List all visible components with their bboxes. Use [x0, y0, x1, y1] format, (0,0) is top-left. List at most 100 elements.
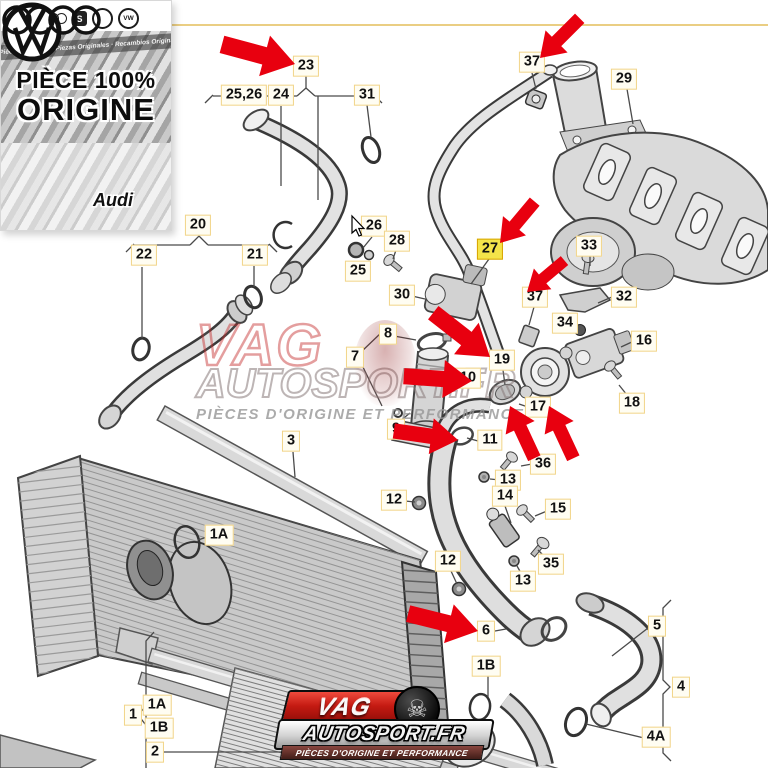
part-label-33: 33: [575, 235, 603, 257]
leader-line: [597, 296, 613, 304]
bracket-32: [558, 287, 612, 313]
part-label-1: 1: [123, 704, 143, 726]
part-label-26: 26: [360, 215, 388, 237]
leader-line: [611, 627, 649, 657]
part-label-4: 4: [671, 676, 691, 698]
red-arrow: [403, 360, 472, 398]
grommet-12b: [451, 581, 467, 597]
skoda-mini-logo-icon: [92, 8, 113, 29]
part-label-34: 34: [551, 312, 579, 334]
box-collage-lower: [1, 143, 171, 230]
part-label-12: 12: [380, 489, 408, 511]
elbow-11: [436, 397, 492, 446]
title-line2: ORIGINE: [17, 92, 155, 127]
grommet-12a: [411, 495, 427, 511]
charge-pipe-24: [242, 108, 348, 294]
autosport-name: AUTOSPORT.FR: [301, 723, 467, 745]
red-arrow: [406, 604, 478, 644]
part-label-20: 20: [184, 214, 212, 236]
red-arrow: [219, 35, 295, 77]
part-label-12: 12: [434, 550, 462, 572]
part-label-8: 8: [378, 323, 398, 345]
part-label-1B: 1B: [144, 717, 174, 739]
leader-line: [268, 243, 278, 253]
leader-line: [359, 360, 383, 407]
leader-line: [450, 570, 458, 585]
part-label-11: 11: [477, 429, 503, 451]
part-label-27: 27: [476, 238, 504, 260]
leader-line: [504, 505, 512, 524]
bolt-35: [530, 536, 550, 558]
red-arrow: [527, 256, 569, 292]
red-arrow: [505, 406, 541, 462]
part-label-1A: 1A: [204, 524, 234, 546]
audi-wordmark: Audi: [93, 190, 133, 210]
leader-line: [292, 451, 296, 478]
intercooler-3: [16, 404, 450, 727]
part-label-7: 7: [345, 346, 365, 368]
leader-line: [204, 94, 214, 104]
leader-line: [392, 249, 397, 260]
vw-mini-logo2-icon: VW: [118, 8, 139, 29]
nut-13b: [508, 555, 520, 567]
leader-line: [494, 628, 507, 632]
part-label-1A: 1A: [142, 694, 172, 716]
tagline-strip: PIÈCES D'ORIGINE ET PERFORMANCE: [279, 745, 485, 760]
part-label-2: 2: [145, 741, 165, 763]
part-label-14: 14: [491, 485, 519, 507]
watermark-bottom: VAG ☠ AUTOSPORT.FR PIÈCES D'ORIGINE ET P…: [273, 686, 496, 760]
leader-line: [528, 306, 535, 326]
bolt-36: [499, 451, 518, 471]
genuine-parts-box: VW S VW Pièces d'Origine · Piezas Origin…: [0, 0, 172, 231]
o-ring-21: [243, 284, 263, 310]
leader-line: [531, 72, 537, 90]
nut-13a: [478, 471, 490, 483]
part-label-4A: 4A: [641, 726, 671, 748]
red-arrow: [500, 197, 540, 243]
part-label-25-26: 25,26: [220, 84, 268, 106]
clamp-37-top: [524, 88, 548, 110]
part-label-1B: 1B: [471, 655, 501, 677]
leader-line: [470, 258, 490, 285]
part-label-37: 37: [518, 51, 546, 73]
sensor-14: [486, 507, 520, 548]
o-ring-31: [360, 135, 382, 165]
leader-line: [366, 104, 372, 138]
part-label-17: 17: [524, 396, 552, 418]
leader-line: [585, 723, 645, 739]
part-label-25: 25: [344, 260, 372, 282]
o-ring-1A: [173, 524, 201, 560]
leader-line: [393, 335, 417, 341]
piece-origine-title: PIÈCE 100% ORIGINE: [1, 67, 171, 128]
part-label-3: 3: [281, 430, 301, 452]
flange-17: [519, 346, 573, 399]
part-label-13: 13: [509, 570, 537, 592]
part-label-19: 19: [488, 349, 516, 371]
part-label-29: 29: [610, 68, 638, 90]
bolt-18: [604, 360, 623, 380]
intercooler-port: [126, 539, 233, 626]
clamp-on-pipe-6: [540, 616, 568, 642]
part-label-32: 32: [610, 286, 638, 308]
leader-line: [662, 599, 672, 762]
intercooler-hose-20: [98, 294, 254, 430]
part-label-23: 23: [292, 55, 320, 77]
leader-line: [626, 88, 634, 125]
audi-rings-icon: [2, 5, 101, 35]
red-arrow: [544, 406, 580, 462]
part-label-13: 13: [494, 469, 522, 491]
turbo-pipe-6: [427, 432, 568, 647]
tagline-text: PIÈCES D'ORIGINE ET PERFORMANCE: [295, 747, 469, 758]
bolt-28: [383, 254, 403, 273]
mouse-cursor-icon: [351, 214, 366, 237]
o-ring-4A: [563, 706, 589, 738]
part-label-24: 24: [267, 84, 295, 106]
part-label-35: 35: [537, 553, 565, 575]
hose-5: [575, 592, 663, 728]
part-label-16: 16: [630, 330, 658, 352]
leader-line: [296, 87, 316, 97]
bolt-15: [516, 504, 536, 524]
part-label-31: 31: [353, 84, 381, 106]
